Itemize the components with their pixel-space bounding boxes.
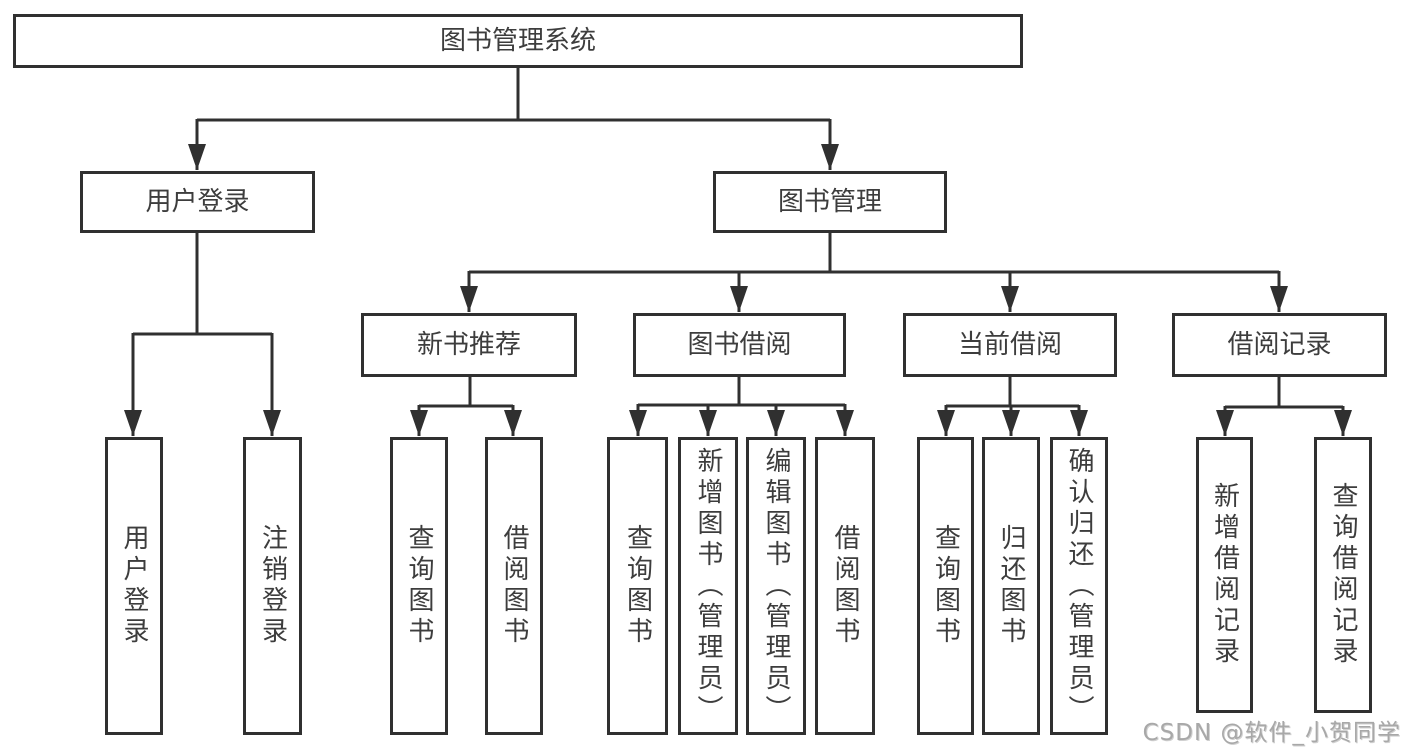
connector-current-borrow-children [937,377,1088,436]
node-user-login: 用户登录 [80,171,315,233]
connector-borrow-record-children [1216,377,1352,436]
connector-book-borrow-children [629,377,854,436]
node-book-mgmt: 图书管理 [713,171,947,233]
node-current-borrow: 当前借阅 [903,313,1117,377]
node-new-book-recommend: 新书推荐 [361,313,577,377]
leaf-user-login: 用户登录 [105,437,163,735]
leaf-return-book: 归还图书 [982,437,1040,735]
leaf-query-books-current: 查询图书 [917,437,974,735]
leaf-logout: 注销登录 [243,437,302,735]
node-book-borrow: 图书借阅 [633,313,846,377]
connector-user-login-children [124,233,281,436]
connector-book-mgmt-to-level3 [460,233,1288,312]
watermark: CSDN @软件_小贺同学 [1142,720,1401,746]
leaf-add-borrow-record: 新增借阅记录 [1196,437,1253,713]
leaf-borrow-books: 借阅图书 [815,437,875,735]
connector-new-book-children [410,377,522,436]
leaf-query-books-borrow: 查询图书 [607,437,668,735]
node-root: 图书管理系统 [13,14,1023,68]
leaf-confirm-return-admin: 确认归还（管理员） [1050,437,1108,735]
leaf-add-book-admin: 新增图书（管理员） [678,437,738,735]
node-borrow-records: 借阅记录 [1172,313,1387,377]
leaf-edit-book-admin: 编辑图书（管理员） [746,437,806,735]
leaf-query-books-recommend: 查询图书 [390,437,448,735]
leaf-query-borrow-record: 查询借阅记录 [1314,437,1372,713]
connector-root-to-level2 [188,68,839,170]
leaf-borrow-books-recommend: 借阅图书 [485,437,543,735]
